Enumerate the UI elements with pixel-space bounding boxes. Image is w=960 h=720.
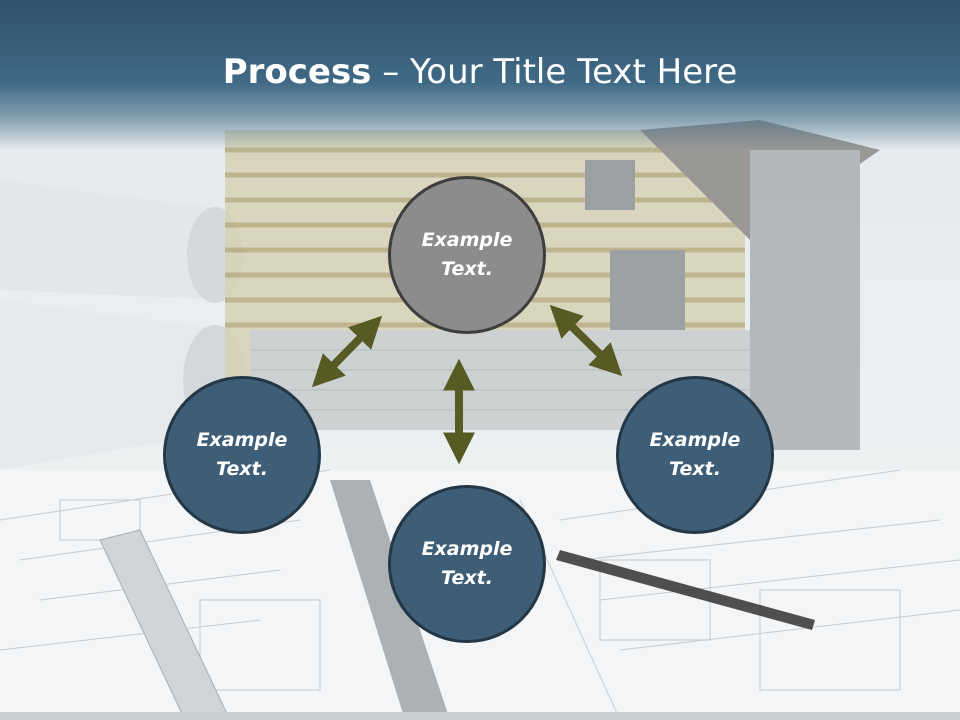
process-node-bottom-text: Example Text. — [421, 538, 513, 589]
process-node-bottom[interactable]: Example Text. — [388, 485, 546, 643]
process-node-top[interactable]: Example Text. — [388, 176, 546, 334]
arrow-top-left — [311, 315, 383, 388]
title-bar — [0, 0, 960, 150]
slide-title[interactable]: Process – Your Title Text Here — [0, 52, 960, 92]
process-node-left[interactable]: Example Text. — [163, 376, 321, 534]
arrow-top-right — [549, 304, 623, 377]
process-node-top-text: Example Text. — [421, 229, 513, 280]
process-node-right-text: Example Text. — [649, 429, 741, 480]
title-rest-part: – Your Title Text Here — [371, 52, 738, 92]
title-bold-part: Process — [222, 52, 372, 92]
process-node-left-text: Example Text. — [196, 429, 288, 480]
process-node-right[interactable]: Example Text. — [616, 376, 774, 534]
